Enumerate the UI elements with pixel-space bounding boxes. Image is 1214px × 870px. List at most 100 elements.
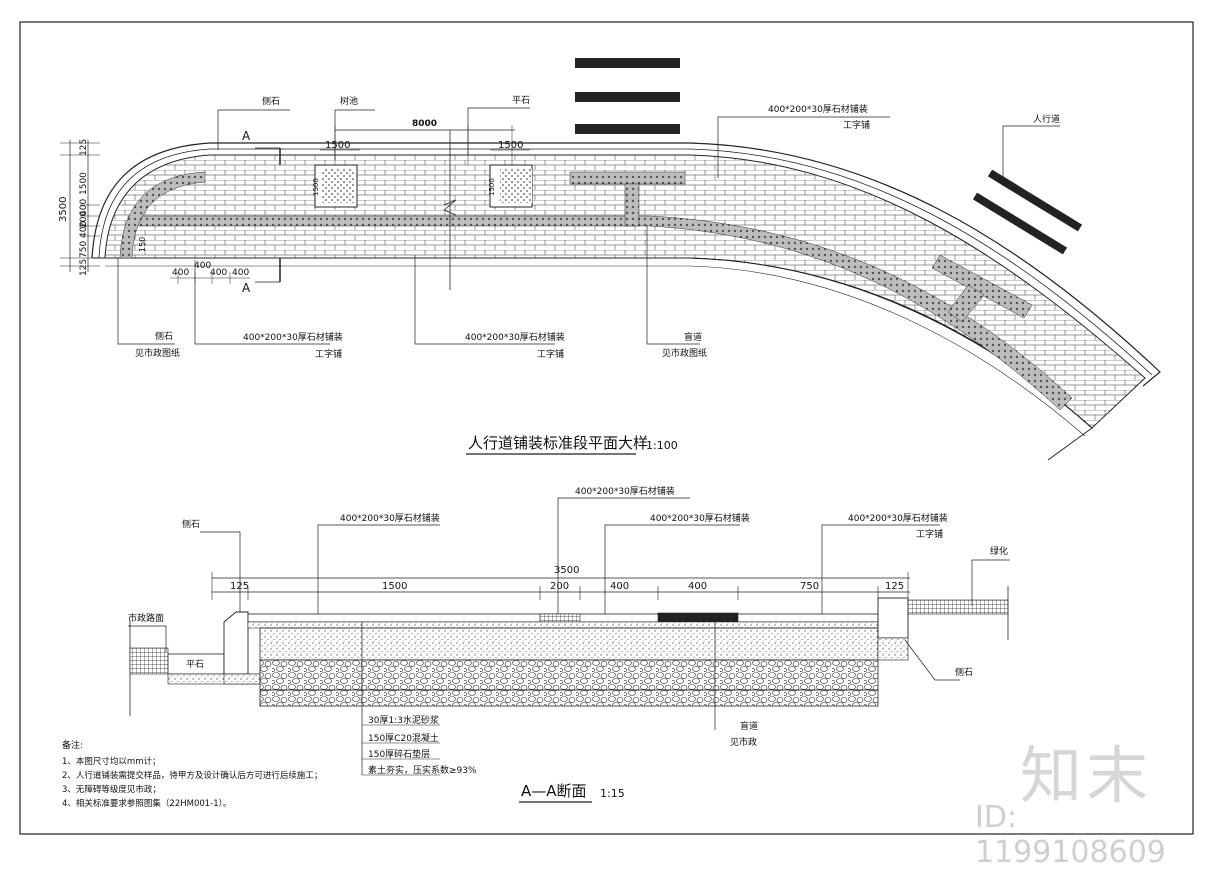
blind-path-junction-stem [624,183,640,227]
leader [200,531,241,612]
section-mark-top: A [242,129,251,143]
leader [604,524,740,614]
notes: 备注: 1、本图尺寸均以mm计； 2、人行道铺装需提交样品，待甲方及设计确认后方… [62,739,322,809]
label-road-surface: 市政路面 [128,612,164,624]
blind-path-block-a [539,613,581,623]
label-curb-right: 侧石 [955,666,973,678]
label-paving-top-right: 400*200*30厚石材铺装 [768,103,868,115]
label-flat-stone-section: 平石 [186,659,204,670]
outer-curb-inner [98,148,1153,376]
dim-1500-a: 1500 [325,140,350,151]
blind-path-block-b [657,612,739,624]
road-surface [129,647,169,675]
curb-left-base [223,673,261,685]
dim-v-750: 750 [79,241,89,258]
label-laying-b1: 工字铺 [315,348,342,360]
watermark-id: ID: 1199108609 [975,800,1166,870]
dim-v-400a: 400 [79,199,89,216]
dim-v-125b: 125 [79,259,89,276]
blind-path [127,215,1073,411]
label-blind-path-ref-section: 见市政 [730,736,757,748]
dim-400b: 400 [688,581,707,592]
leader [414,255,555,345]
dim-200: 200 [550,581,569,592]
legend-bar [575,92,680,102]
watermark-logo: 知末 [1020,739,1153,812]
layer-3: 150厚碎石垫层 [368,748,430,760]
dim-v-125a: 125 [79,139,89,156]
blind-path-curve-left [119,171,206,259]
blind-path-junction-right-stem [947,284,985,323]
legend-bar [575,58,680,68]
dim-750: 750 [800,581,819,592]
notes-heading: 备注: [62,739,83,751]
dim-h-150: 150 [138,237,147,252]
section-view: 3500 125 1500 200 400 400 750 125 平石 [128,485,1010,803]
dim-v-400b: 400 [79,221,89,238]
tree-pit-dim: 1500 [312,178,320,196]
curb-right-base [877,637,909,661]
dim-v-1500: 1500 [79,172,89,195]
layer-1: 30厚1:3水泥砂浆 [368,714,439,726]
soil-layer [259,689,879,707]
dim-125b: 125 [885,581,904,592]
legend-diagonal-bars [972,169,1083,255]
label-paving1: 400*200*30厚石材铺装 [340,512,440,524]
label-laying-top-right: 工字铺 [843,119,870,131]
dim-h-400b: 400 [194,261,211,271]
greening-strip [907,599,1009,615]
dim-8000: 8000 [412,119,437,129]
concrete-layer [259,627,879,661]
gravel-layer [259,659,879,691]
drawing-frame [19,21,1194,835]
leader [128,625,167,652]
note-item: 4、相关标准要求参照图集（22HM001-1）。 [62,798,231,809]
label-paving-b1: 400*200*30厚石材铺装 [243,331,343,343]
leader [904,639,960,681]
dim-v-200: 200 [79,211,89,228]
tree-pit-fill [500,169,532,203]
leader [317,524,440,614]
dim-v-3500: 3500 [58,197,69,222]
label-tree-pit: 树池 [340,95,358,107]
dim-125a: 125 [230,581,249,592]
blind-path-junction-right [931,254,1033,319]
dim-h-400d: 400 [232,268,249,278]
note-item: 3、无障碍等级度见市政； [62,784,161,795]
dim-1500: 1500 [382,581,407,592]
leader [334,109,375,160]
dim-total: 3500 [554,565,579,576]
layer-4: 素土夯实，压实系数≥93% [368,764,477,776]
plan-scale: 1:100 [646,439,678,452]
curb-right [877,597,909,639]
label-curb-top: 侧石 [262,95,280,107]
label-sidewalk: 人行道 [1033,113,1060,125]
inner-curb-curve [689,265,1086,437]
label-blind-path: 盲道 [684,331,702,343]
label-curb-bottom-ref: 见市政图纸 [135,347,180,359]
section-mark-bottom: A [242,281,251,295]
mortar-layer [247,621,879,629]
leader [971,559,1010,606]
section-title: A—A断面 [521,782,587,800]
label-paving2: 400*200*30厚石材铺装 [575,485,675,497]
label-blind-path-ref: 见市政图纸 [662,347,707,359]
leader [467,107,530,155]
label-greening: 绿化 [990,545,1008,557]
plan-title: 人行道铺装标准段平面大样 [468,434,648,452]
break-symbol [443,199,457,216]
leader [217,109,290,150]
dim-400a: 400 [610,581,629,592]
tree-pit-fill [322,169,354,203]
label-flat-stone: 平石 [512,95,530,106]
leader [1002,125,1060,178]
leader [557,497,690,614]
plan-view: 1500 1500 8000 1500 1500 侧石 树池 平石 400*20… [58,58,1161,461]
leader [194,260,330,345]
dim-1500-b: 1500 [498,140,523,151]
note-item: 2、人行道铺装需提交样品，待甲方及设计确认后方可进行后续施工； [62,770,322,781]
label-curb-bottom: 侧石 [155,330,173,342]
label-curb-left: 侧石 [182,518,200,530]
dim-h-400c: 400 [210,268,227,278]
